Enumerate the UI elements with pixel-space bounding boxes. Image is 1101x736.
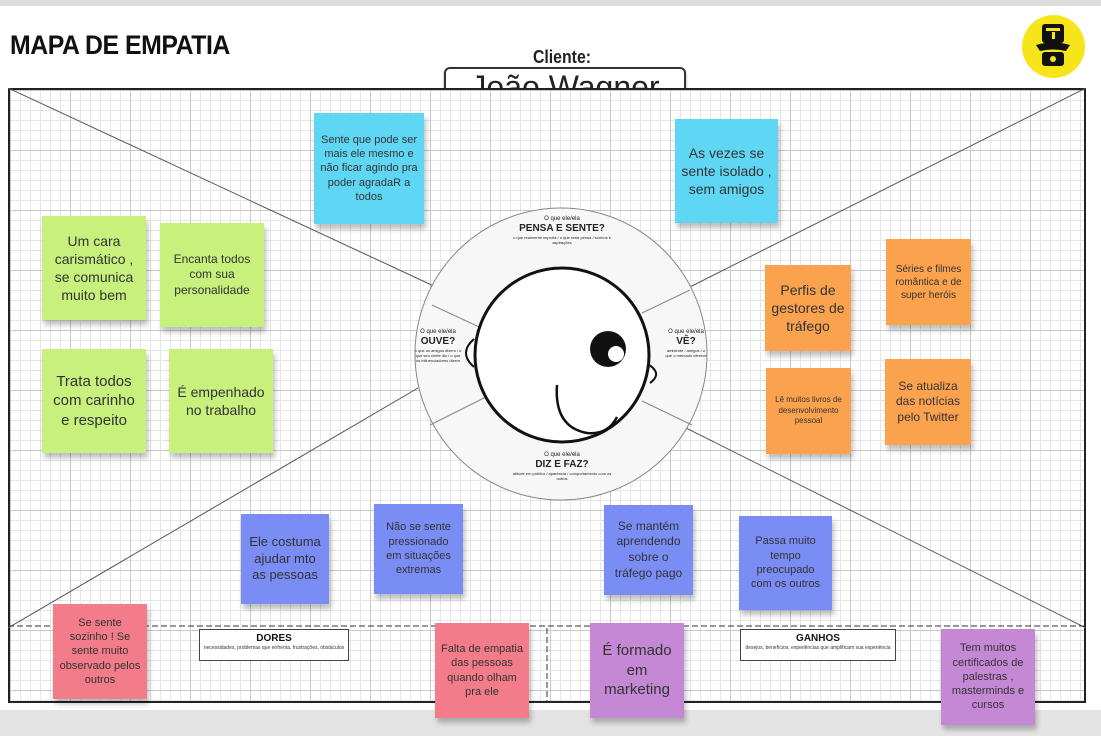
sticky-note[interactable]: É formado em marketing (590, 623, 684, 718)
think-feel-heading: PENSA E SENTE? (519, 223, 605, 234)
gains-sub: desejos, benefícios, experiências que am… (745, 645, 891, 651)
diagonal-top-left (8, 88, 439, 289)
sticky-note[interactable]: Passa muito tempo preocupado com os outr… (739, 516, 832, 610)
bottom-bar (0, 710, 1101, 736)
diagonal-top-right (647, 88, 1086, 309)
see-question: O que ele/ela (668, 329, 704, 335)
see-heading: VÊ? (676, 336, 696, 347)
sticky-note[interactable]: Falta de empatia das pessoas quando olha… (435, 623, 529, 718)
think-feel-sub: o que realmente importa / o que mais pen… (513, 235, 611, 245)
sticky-note[interactable]: É empenhado no trabalho (169, 349, 273, 453)
center-circle: O que ele/ela PENSA E SENTE? o que realm… (412, 205, 710, 503)
quadrant-lines (8, 88, 1086, 703)
sticky-note[interactable]: Se mantém aprendendo sobre o tráfego pag… (604, 505, 693, 595)
sticky-note[interactable]: Ele costuma ajudar mto as pessoas (241, 514, 329, 604)
academy-logo (1022, 15, 1085, 78)
logo-mark-icon (1036, 24, 1070, 66)
client-label: Cliente: (532, 47, 592, 67)
hear-heading: OUVE? (420, 336, 456, 347)
see-quadrant: O que ele/ela VÊ? ambiente / amigos / o … (664, 329, 708, 358)
sticky-note[interactable]: Se atualiza das notícias pelo Twitter (885, 359, 971, 445)
pains-sub: necessidades, problemas que enfrenta, fr… (203, 645, 345, 651)
hear-sub: o que os amigos dizem / o que seu chefe … (414, 348, 462, 363)
top-bar (0, 0, 1101, 6)
think-feel-quadrant: O que ele/ela PENSA E SENTE? o que realm… (507, 216, 617, 245)
sticky-note[interactable]: As vezes se sente isolado , sem amigos (675, 119, 778, 223)
sticky-note[interactable]: Perfis de gestores de tráfego (765, 265, 851, 351)
sticky-note[interactable]: Não se sente pressionado em situações ex… (374, 504, 463, 594)
say-do-heading: DIZ E FAZ? (535, 459, 589, 470)
diagonal-bottom-right (637, 403, 1086, 629)
sticky-note[interactable]: Lê muitos livros de desenvolvimento pess… (766, 368, 851, 454)
pains-label: DORES (256, 633, 292, 644)
say-do-quadrant: O que ele/ela DIZ E FAZ? atitude em públ… (512, 452, 612, 481)
gains-label: GANHOS (796, 633, 840, 644)
page-title: MAPA DE EMPATIA (10, 30, 230, 60)
sticky-note[interactable]: Séries e filmes romântica e de super her… (886, 239, 971, 325)
see-sub: ambiente / amigos / o que o mercado ofer… (665, 348, 707, 358)
hear-quadrant: O que ele/ela OUVE? o que os amigos dize… (414, 329, 462, 363)
sticky-note[interactable]: Se sente sozinho ! Se sente muito observ… (53, 604, 147, 699)
sticky-note[interactable]: Um cara carismático , se comunica muito … (42, 216, 146, 320)
pains-section: DORES necessidades, problemas que enfren… (199, 629, 349, 661)
diagonal-bottom-left (8, 387, 419, 629)
gains-section: GANHOS desejos, benefícios, experiências… (740, 629, 896, 661)
sticky-note[interactable]: Tem muitos certificados de palestras , m… (941, 629, 1035, 725)
say-do-question: O que ele/ela (544, 452, 580, 458)
sticky-note[interactable]: Sente que pode ser mais ele mesmo e não … (314, 113, 424, 224)
sticky-note[interactable]: Trata todos com carinho e respeito (42, 349, 146, 453)
think-feel-question: O que ele/ela (544, 216, 580, 222)
face-icon (414, 207, 708, 501)
sticky-note[interactable]: Encanta todos com sua personalidade (160, 223, 264, 327)
hear-question: O que ele/ela (420, 329, 456, 335)
say-do-sub: atitude em público / aparência / comport… (512, 471, 612, 481)
